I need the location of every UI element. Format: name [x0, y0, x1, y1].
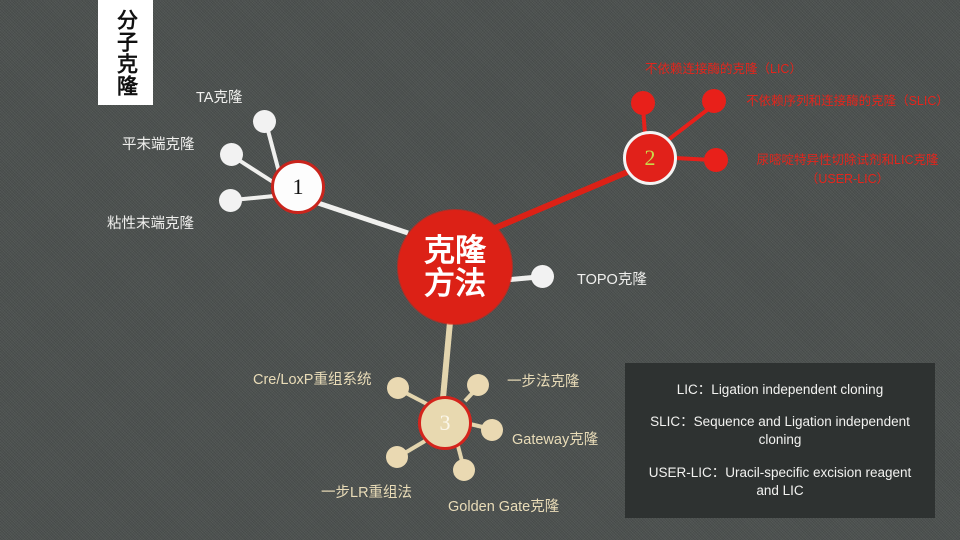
- branch-node-1-number: 1: [292, 174, 304, 199]
- leaf-dot-user-lic[interactable]: [704, 148, 728, 172]
- edge-branch2-slic: [666, 105, 713, 142]
- abbreviation-legend: LIC：Ligation independent cloning SLIC：Se…: [625, 363, 935, 518]
- leaf-dot-blunt-end[interactable]: [220, 143, 243, 166]
- leaf-dot-lic[interactable]: [631, 91, 655, 115]
- legend-row-lic: LIC：Ligation independent cloning: [676, 381, 884, 397]
- leaf-dot-one-step-cloning[interactable]: [467, 374, 489, 396]
- leaf-label-user-lic: 尿嘧啶特异性切除试剂和LIC克隆（USER-LIC）: [756, 153, 939, 186]
- leaf-label-topo-cloning: TOPO克隆: [577, 272, 647, 288]
- leaf-dot-one-step-lr[interactable]: [386, 446, 408, 468]
- page-title: 分子克隆: [114, 8, 138, 97]
- branch-node-1[interactable]: 1: [271, 160, 325, 214]
- leaf-label-golden-gate: Golden Gate克隆: [448, 499, 560, 515]
- leaf-dot-slic[interactable]: [702, 89, 726, 113]
- leaf-label-sticky-end: 粘性末端克隆: [107, 216, 194, 232]
- edge-center-to-branch3: [440, 321, 453, 399]
- leaf-label-cre-loxp: Cre/LoxP重组系统: [253, 372, 372, 388]
- branch-node-2-number: 2: [644, 145, 656, 170]
- central-node-line1: 克隆: [424, 232, 486, 268]
- edge-center-to-branch2: [493, 167, 634, 231]
- branch-node-3[interactable]: 3: [418, 396, 472, 450]
- edge-center-to-branch1: [317, 200, 409, 236]
- leaf-label-slic: 不依赖序列和连接酶的克隆（SLIC）: [746, 94, 949, 108]
- branch-node-3-number: 3: [439, 410, 451, 435]
- leaf-dot-golden-gate[interactable]: [453, 459, 475, 481]
- leaf-label-blunt-end: 平末端克隆: [122, 137, 195, 153]
- leaf-label-ta-cloning: TA克隆: [196, 90, 243, 106]
- slide-title-box: 分子克隆: [98, 0, 153, 105]
- central-node-line2: 方法: [424, 266, 486, 301]
- leaf-dot-topo-cloning[interactable]: [531, 265, 554, 288]
- central-node-cloning-methods[interactable]: 克隆 方法: [398, 210, 512, 324]
- leaf-dot-sticky-end[interactable]: [219, 189, 242, 212]
- leaf-label-one-step-cloning: 一步法克隆: [507, 374, 580, 390]
- leaf-dot-gateway[interactable]: [481, 419, 503, 441]
- legend-row-slic: SLIC：Sequence and Ligation independent c…: [650, 414, 910, 448]
- branch-node-2[interactable]: 2: [623, 131, 677, 185]
- leaf-label-one-step-lr: 一步LR重组法: [321, 485, 413, 501]
- legend-row-user-lic: USER-LIC：Uracil-specific excision reagen…: [648, 464, 912, 498]
- leaf-dot-cre-loxp[interactable]: [387, 377, 409, 399]
- leaf-dot-ta-cloning[interactable]: [253, 110, 276, 133]
- leaf-label-lic: 不依赖连接酶的克隆（LIC）: [645, 62, 802, 76]
- leaf-label-gateway: Gateway克隆: [512, 432, 599, 448]
